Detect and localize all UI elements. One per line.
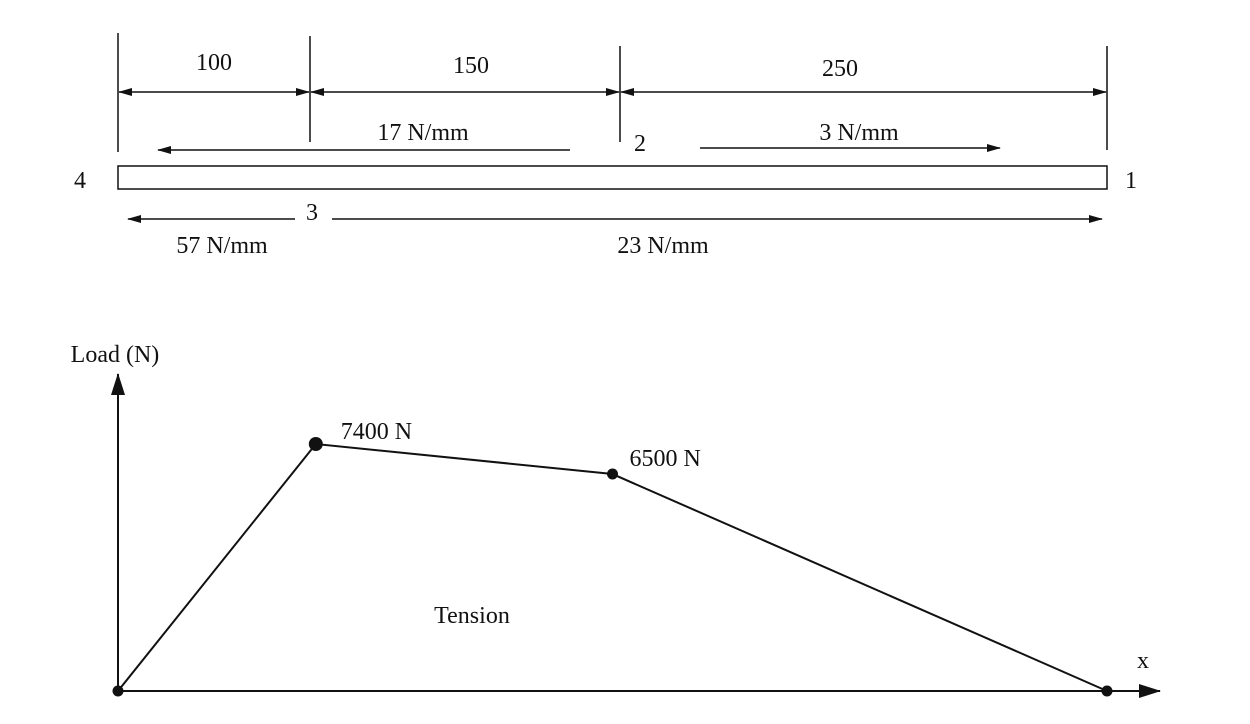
point-label: 6500 N	[630, 446, 701, 472]
data-point	[607, 468, 618, 480]
y-axis-label: Load (N)	[71, 342, 160, 368]
region-label-tension: Tension	[434, 603, 510, 629]
node-label-2: 2	[634, 131, 646, 157]
load-label-23: 23 N/mm	[617, 233, 709, 259]
load-line	[117, 442, 1108, 692]
dimension-label-250: 250	[822, 56, 858, 82]
x-axis-label: x	[1137, 648, 1149, 674]
data-point	[1101, 685, 1113, 697]
data-point	[308, 437, 323, 451]
dimension-label-100: 100	[196, 50, 232, 76]
node-label-3: 3	[306, 200, 318, 226]
node-label-1: 1	[1125, 168, 1137, 194]
node-label-4: 4	[74, 168, 86, 194]
beam	[117, 165, 1108, 190]
load-label-17: 17 N/mm	[377, 120, 469, 146]
load-label-57: 57 N/mm	[176, 233, 268, 259]
point-label: 7400 N	[341, 419, 412, 445]
dimension-label-150: 150	[453, 53, 489, 79]
load-label-3: 3 N/mm	[819, 120, 899, 146]
data-point	[112, 685, 124, 697]
